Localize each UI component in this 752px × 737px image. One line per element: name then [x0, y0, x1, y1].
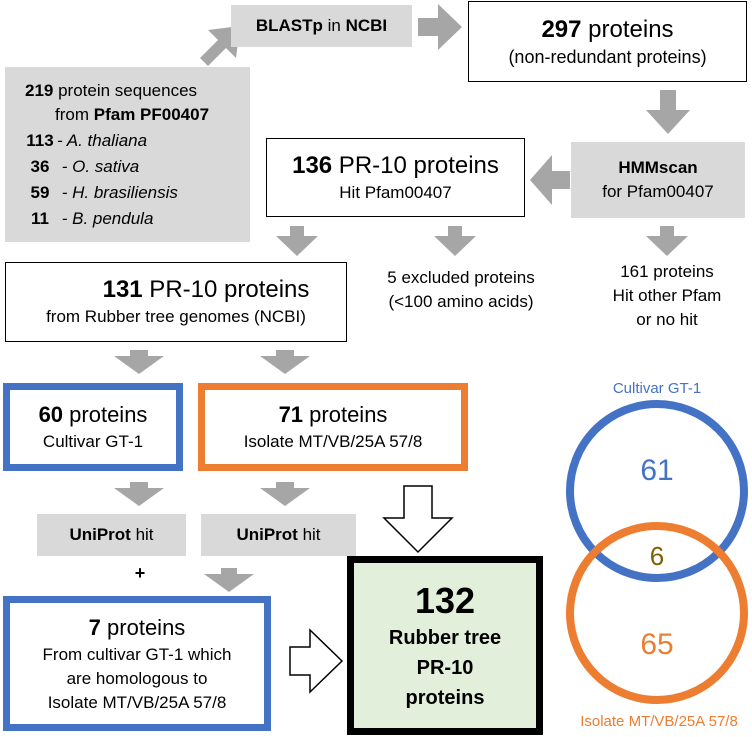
final-line3: proteins	[405, 686, 485, 709]
uniprot-left-rest: hit	[130, 525, 154, 544]
homolog-count: 7	[88, 614, 101, 640]
blastp-source: NCBI	[345, 16, 388, 35]
blastp-in: in	[322, 16, 346, 35]
other-hits-note: 161 proteins Hit other Pfam or no hit	[592, 260, 742, 332]
final-box: 132 Rubber tree PR-10 proteins	[347, 556, 543, 735]
blastp-label: BLASTp	[255, 16, 323, 35]
arrow-71-to-uniprot	[260, 482, 310, 506]
species-name: - A. thaliana	[57, 130, 148, 150]
arrow-131-to-71	[260, 350, 310, 374]
blastp-box: BLASTp in NCBI	[231, 5, 412, 47]
rubber-source: from Rubber tree genomes (NCBI)	[46, 307, 306, 326]
final-line2: PR-10	[416, 656, 474, 679]
isolate-box: 71 proteins Isolate MT/VB/25A 57/8	[198, 383, 468, 471]
venn-circle-isolate	[566, 522, 748, 704]
species-count: 36	[30, 156, 50, 176]
nonredundant-unit: proteins	[581, 15, 674, 43]
species-name: - O. sativa	[57, 156, 140, 176]
nonredundant-note: (non-redundant proteins)	[508, 46, 707, 67]
hit-box: 136 PR-10 proteins Hit Pfam00407	[266, 138, 525, 217]
excluded-line2: (<100 amino acids)	[388, 292, 534, 311]
arrow-136-to-131	[276, 226, 318, 256]
species-count: 11	[31, 208, 49, 228]
arrow-136-to-excluded	[434, 226, 476, 256]
arrow-hmmscan-to-136	[530, 155, 570, 205]
uniprot-left-box: UniProt hit	[37, 514, 186, 556]
homolog-box: 7 proteins From cultivar GT-1 which are …	[3, 596, 271, 731]
arrow-297-to-hmmscan	[646, 90, 690, 134]
rubber-count: 131	[102, 276, 143, 303]
venn-overlap: 6	[649, 541, 665, 571]
seed-line1: protein sequences	[53, 80, 198, 100]
hit-note: Hit Pfam00407	[339, 182, 452, 202]
excluded-line1: 5 excluded proteins	[387, 268, 535, 287]
isolate-count: 71	[278, 402, 304, 427]
seed-box: 219 protein sequences from Pfam PF00407 …	[5, 67, 250, 242]
uniprot-right-db: UniProt	[236, 525, 298, 544]
gt1-box: 60 proteins Cultivar GT-1	[3, 383, 183, 471]
isolate-unit: proteins	[303, 402, 388, 427]
hit-unit: PR-10 proteins	[332, 151, 499, 179]
gt1-count: 60	[38, 402, 64, 427]
seed-source: Pfam PF00407	[93, 104, 210, 124]
hmmscan-target: for Pfam00407	[602, 182, 714, 201]
nonredundant-box: 297 proteins (non-redundant proteins)	[468, 1, 747, 82]
arrow-hmmscan-to-other	[646, 226, 688, 256]
arrow-131-to-60	[114, 350, 164, 374]
other-line2: Hit other Pfam	[612, 286, 722, 305]
species-count: 59	[30, 182, 50, 202]
hmmscan-box: HMMscan for Pfam00407	[571, 142, 745, 218]
excluded-note: 5 excluded proteins (<100 amino acids)	[366, 266, 556, 314]
venn-only-bottom: 65	[640, 628, 674, 661]
arrow-seed-to-blast	[200, 26, 240, 66]
plus-sign: +	[134, 563, 146, 583]
homolog-line1: From cultivar GT-1 which	[42, 644, 232, 664]
nonredundant-count: 297	[541, 15, 582, 43]
venn-only-top: 61	[640, 454, 674, 487]
venn-circle-cultivar-gt1	[566, 400, 748, 582]
final-count: 132	[414, 579, 476, 621]
hmmscan-label: HMMscan	[618, 158, 698, 177]
uniprot-left-db: UniProt	[69, 525, 131, 544]
species-name: - B. pendula	[57, 208, 154, 228]
isolate-name: Isolate MT/VB/25A 57/8	[243, 432, 423, 451]
arrow-uniprot-to-7	[204, 568, 254, 592]
homolog-line3: Isolate MT/VB/25A 57/8	[47, 692, 227, 712]
arrow-blast-to-297	[418, 4, 462, 50]
other-line1: 161 proteins	[620, 262, 714, 281]
gt1-unit: proteins	[63, 402, 148, 427]
rubber-box: 131 PR-10 proteins from Rubber tree geno…	[5, 262, 347, 342]
other-line3: or no hit	[636, 310, 698, 329]
venn-top-label: Cultivar GT-1	[612, 380, 702, 397]
species-name: - H. brasiliensis	[57, 182, 178, 202]
arrow-7-to-132	[289, 628, 344, 694]
arrow-71-to-132	[382, 485, 454, 554]
rubber-unit: PR-10 proteins	[142, 276, 310, 303]
arrow-60-to-uniprot	[114, 482, 164, 506]
uniprot-right-rest: hit	[297, 525, 321, 544]
homolog-line2: are homologous to	[66, 668, 208, 688]
species-count: 113	[26, 130, 54, 150]
uniprot-right-box: UniProt hit	[201, 514, 356, 556]
seed-count: 219	[25, 80, 54, 100]
homolog-unit: proteins	[100, 614, 186, 640]
venn-bottom-label: Isolate MT/VB/25A 57/8	[580, 713, 738, 730]
seed-line2-prefix: from	[55, 104, 94, 124]
final-line1: Rubber tree	[388, 626, 502, 649]
hit-count: 136	[292, 151, 333, 179]
gt1-name: Cultivar GT-1	[42, 432, 144, 451]
